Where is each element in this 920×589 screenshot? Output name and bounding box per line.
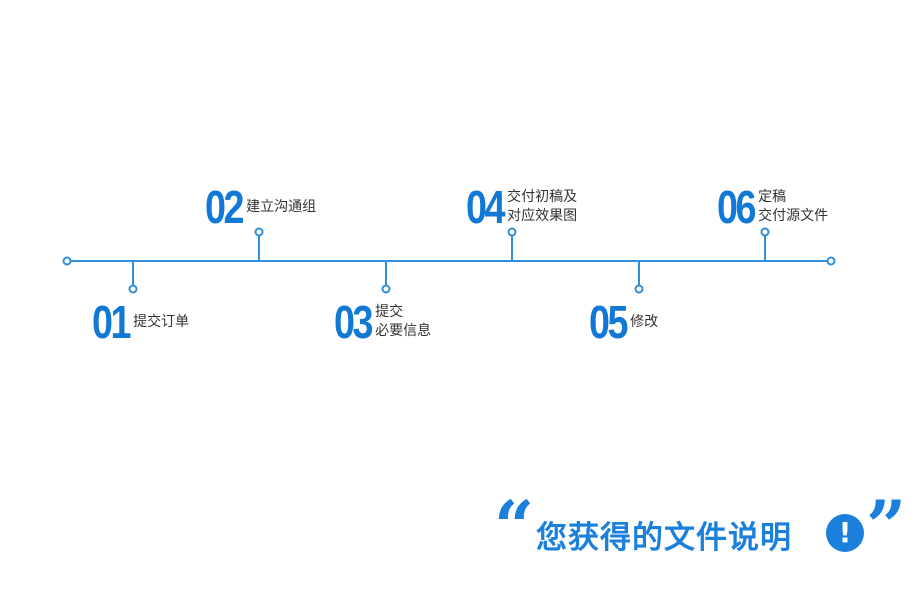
step-label-line: 对应效果图	[507, 208, 578, 224]
step-04-node	[507, 227, 517, 237]
step-03: 03 提交 必要信息	[334, 299, 431, 345]
step-label-line: 交付源文件	[758, 208, 829, 224]
step-number: 01	[92, 296, 132, 348]
step-01-node	[128, 284, 138, 294]
step-label-line: 建立沟通组	[246, 198, 317, 215]
step-label: 建立沟通组	[246, 198, 316, 217]
step-05: 05 修改	[589, 299, 658, 345]
open-quote-icon: “	[494, 485, 535, 568]
step-06: 06 定稿 交付源文件	[717, 184, 828, 230]
step-label-line: 必要信息	[375, 323, 432, 339]
step-03-node	[381, 284, 391, 294]
step-label: 修改	[630, 313, 658, 332]
step-label: 交付初稿及 对应效果图	[507, 188, 577, 226]
step-label: 提交订单	[133, 313, 189, 332]
step-number: 06	[717, 181, 757, 233]
step-number: 04	[466, 181, 506, 233]
close-quote-icon: ”	[866, 485, 907, 568]
step-label-line: 定稿	[758, 189, 787, 205]
files-heading: “ 您获得的文件说明 ! ”	[494, 492, 906, 566]
timeline-start-node	[62, 256, 72, 266]
heading-title: 您获得的文件说明	[536, 520, 792, 556]
step-label-line: 提交	[375, 304, 404, 320]
timeline-end-node	[826, 256, 836, 266]
step-number: 02	[205, 181, 245, 233]
step-number: 03	[334, 296, 374, 348]
step-number: 05	[589, 296, 629, 348]
step-01: 01 提交订单	[92, 299, 189, 345]
step-label-line: 提交订单	[133, 313, 190, 330]
step-02-node	[254, 227, 264, 237]
step-label-line: 修改	[630, 313, 659, 330]
step-06-node	[760, 227, 770, 237]
step-02: 02 建立沟通组	[205, 184, 316, 230]
exclamation-icon: !	[826, 514, 864, 552]
step-label-line: 交付初稿及	[507, 189, 578, 205]
step-label: 定稿 交付源文件	[758, 188, 828, 226]
step-label: 提交 必要信息	[375, 303, 431, 341]
step-05-node	[634, 284, 644, 294]
step-04: 04 交付初稿及 对应效果图	[466, 184, 577, 230]
